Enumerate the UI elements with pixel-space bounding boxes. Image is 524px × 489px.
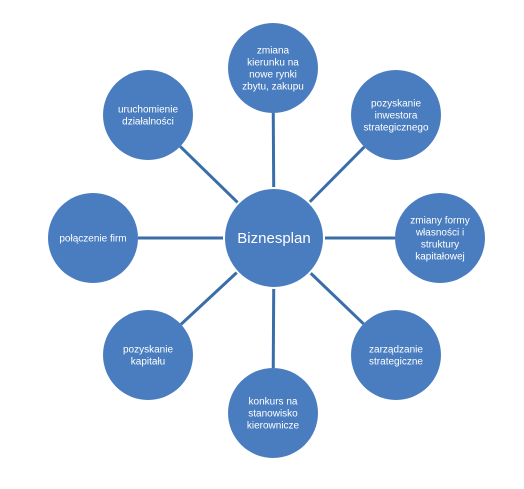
node-label-line: kapitałowej: [415, 252, 464, 263]
node-label-line: własności i: [415, 228, 464, 239]
node-circle: [228, 368, 318, 458]
node-label-line: strategicznego: [363, 123, 428, 134]
center-node: Biznesplan: [223, 187, 325, 289]
node-label-line: kapitału: [131, 357, 165, 368]
connector-line: [179, 145, 240, 205]
node-circle: [395, 193, 485, 283]
node-circle: [351, 310, 441, 400]
node-label-line: stanowisko: [248, 409, 298, 420]
connector-line: [309, 271, 365, 325]
center-label: Biznesplan: [237, 230, 310, 247]
connector-line: [179, 270, 239, 326]
node-label-line: kierownicze: [247, 421, 300, 432]
node-label-line: nowe rynki: [249, 70, 297, 81]
node-label-line: połączenie firm: [59, 234, 126, 245]
outer-node: połączenie firm: [48, 193, 138, 283]
node-circle: [351, 70, 441, 160]
node-circle: [48, 193, 138, 283]
node-circle: [228, 23, 318, 113]
node-circle: [103, 70, 193, 160]
node-circle: [103, 310, 193, 400]
center-circle: [223, 187, 325, 289]
node-label-line: działalności: [122, 117, 174, 128]
node-label-line: pozyskanie: [123, 345, 173, 356]
node-label-line: uruchomienie: [118, 105, 178, 116]
node-label-line: inwestora: [375, 111, 418, 122]
node-label-line: strategiczne: [369, 357, 423, 368]
node-label-line: zarządzanie: [369, 345, 423, 356]
node-label-line: konkurs na: [249, 397, 298, 408]
node-label-line: struktury: [421, 240, 459, 251]
node-label-line: zbytu, zakupu: [242, 82, 304, 93]
connector-lines: [138, 112, 395, 369]
connector-line: [308, 145, 366, 204]
node-label-line: zmiana: [257, 46, 290, 57]
node-label-line: pozyskanie: [371, 99, 421, 110]
node-label-line: kierunku na: [247, 58, 299, 69]
node-label-line: zmiany formy: [410, 216, 469, 227]
